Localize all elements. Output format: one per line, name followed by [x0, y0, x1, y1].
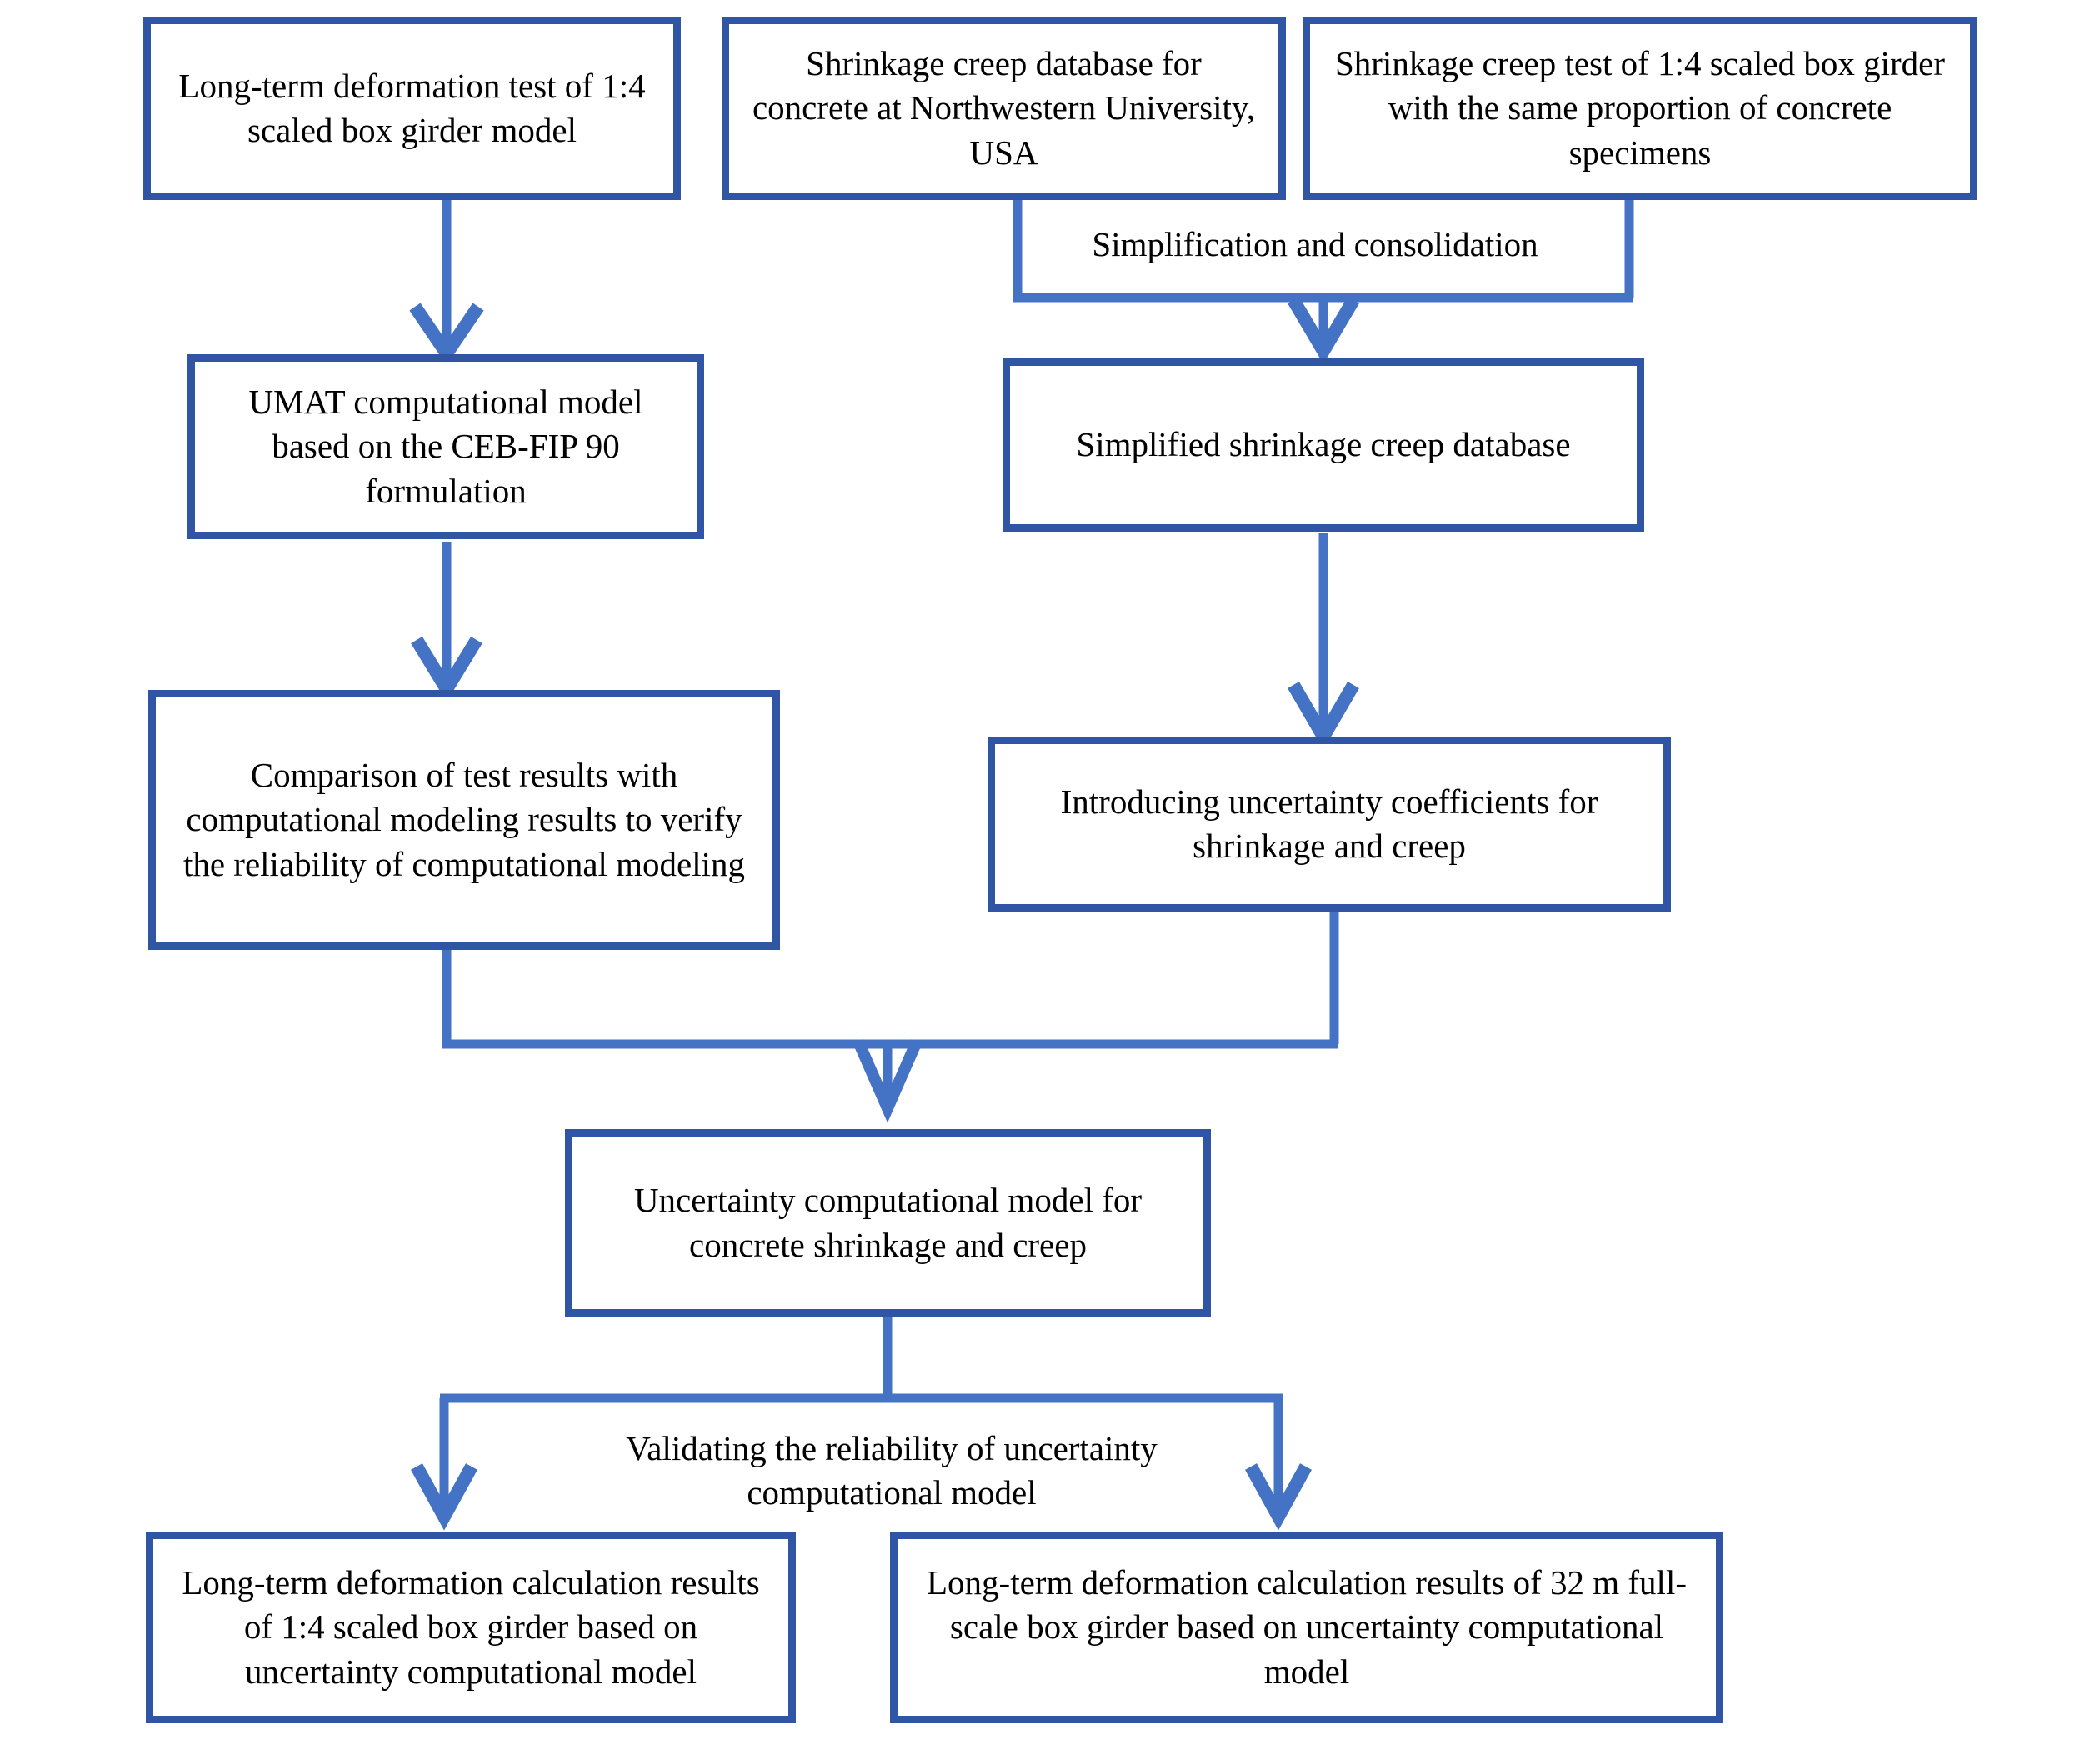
node-shrinkage-creep-test-scaled-box-girder[interactable]: Shrinkage creep test of 1:4 scaled box g…: [1302, 17, 1978, 200]
node-label: Simplified shrinkage creep database: [1076, 425, 1571, 464]
node-label: Shrinkage creep test of 1:4 scaled box g…: [1334, 44, 1946, 172]
arrowhead-split-right: [1244, 1463, 1312, 1531]
node-long-term-deformation-scaled-results[interactable]: Long-term deformation calculation result…: [146, 1532, 796, 1723]
node-label: Uncertainty computational model for conc…: [633, 1181, 1142, 1264]
node-label: Long-term deformation test of 1:4 scaled…: [178, 66, 646, 149]
arrowhead-merge-to-uncertainty: [852, 1039, 922, 1123]
node-label: Long-term deformation calculation result…: [927, 1563, 1687, 1691]
node-uncertainty-computational-model[interactable]: Uncertainty computational model for conc…: [565, 1129, 1211, 1317]
node-shrinkage-creep-database-nwu[interactable]: Shrinkage creep database for concrete at…: [722, 17, 1286, 200]
arrowhead-merge-to-simplified: [1288, 296, 1359, 364]
edge-label-simplification-and-consolidation: Simplification and consolidation: [1092, 225, 1538, 263]
node-introducing-uncertainty-coefficients[interactable]: Introducing uncertainty coefficients for…: [988, 737, 1671, 912]
node-label: Introducing uncertainty coefficients for…: [1060, 782, 1598, 865]
node-long-term-deformation-test[interactable]: Long-term deformation test of 1:4 scaled…: [143, 17, 681, 200]
node-label: Comparison of test results with computat…: [182, 756, 746, 883]
node-umat-computational-model[interactable]: UMAT computational model based on the CE…: [188, 354, 704, 539]
node-simplified-shrinkage-creep-database[interactable]: Simplified shrinkage creep database: [1002, 358, 1644, 532]
node-long-term-deformation-fullscale-results[interactable]: Long-term deformation calculation result…: [890, 1532, 1723, 1723]
arrowhead-split-left: [410, 1463, 478, 1531]
node-label: UMAT computational model based on the CE…: [248, 382, 643, 510]
node-label: Long-term deformation calculation result…: [182, 1563, 760, 1691]
edge-label-validating-the-reliability: Validating the reliability of uncertaint…: [626, 1429, 1158, 1512]
node-comparison-of-test-results[interactable]: Comparison of test results with computat…: [148, 690, 780, 950]
node-label: Shrinkage creep database for concrete at…: [752, 44, 1255, 172]
arrowhead-test-to-umat: [409, 302, 484, 366]
arrowhead-umat-to-comparison: [411, 636, 482, 702]
